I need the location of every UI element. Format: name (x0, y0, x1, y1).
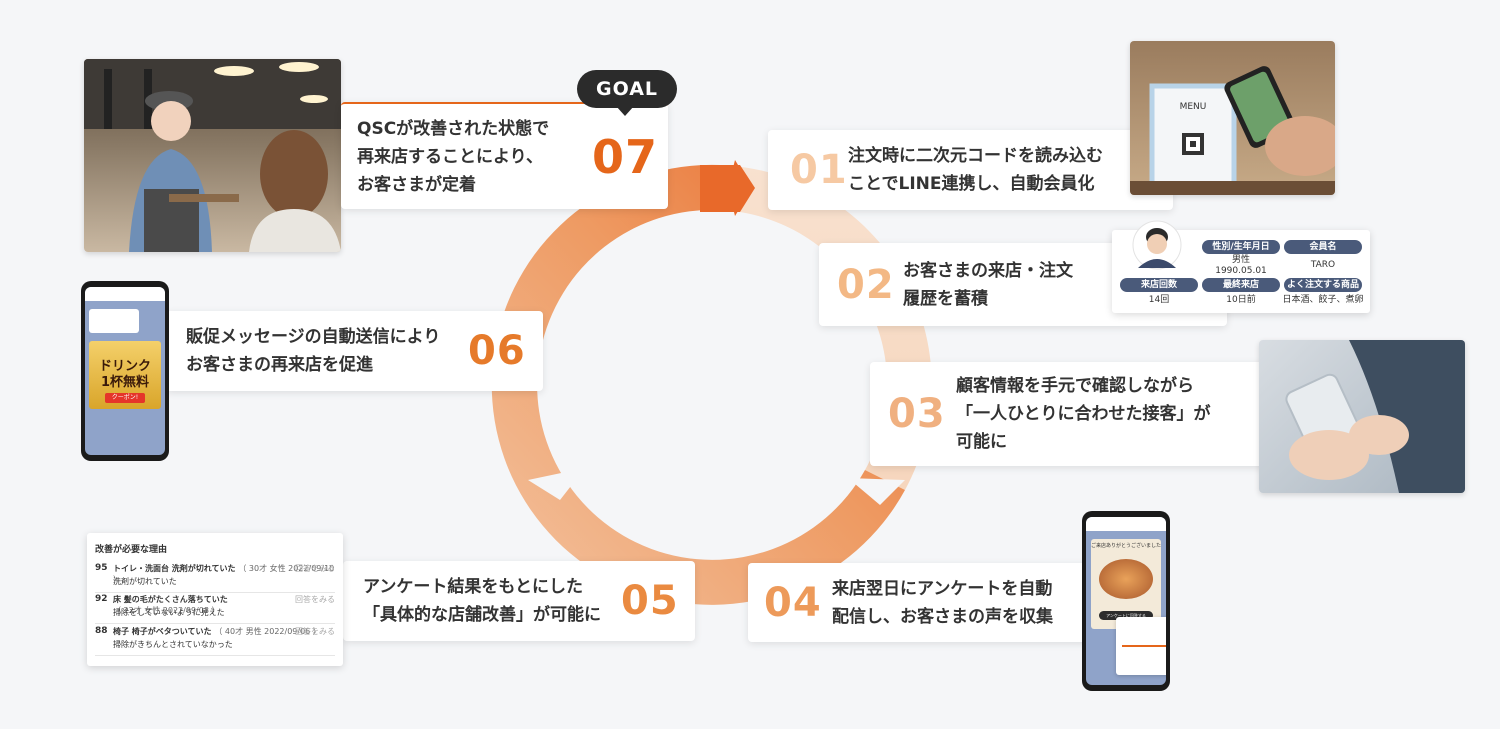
coupon-tag: クーポン! (105, 393, 145, 403)
step-number-02: 02 (837, 261, 895, 308)
step-card-03: 03 顧客情報を手元で確認しながら 「一人ひとりに合わせた接客」が 可能に (870, 362, 1265, 466)
step-number-01: 01 (790, 147, 848, 193)
view-answer-link[interactable]: 回答をみる (295, 595, 335, 604)
step-number-05: 05 (621, 578, 679, 624)
goal-badge: GOAL (577, 70, 677, 108)
member-avatar (1132, 220, 1182, 270)
survey-header: ご来店ありがとうございました (1091, 543, 1162, 549)
step-text-01: 注文時に二次元コードを読み込む ことでLINE連携し、自動会員化 (848, 146, 1103, 194)
survey-result-list: 改善が必要な理由 95 トイレ・洗面台 洗剤が切れていた （ 30才 女性 20… (87, 533, 343, 666)
step-card-01: 01 注文時に二次元コードを読み込む ことでLINE連携し、自動会員化 (768, 130, 1173, 210)
fav-item-label: よく注文する商品 (1284, 278, 1362, 292)
menu-label: MENU (1180, 102, 1207, 112)
photo-phone-in-hand (1259, 340, 1465, 493)
coupon-phone: ドリンク 1杯無料 クーポン! (81, 281, 169, 461)
last-visit-label: 最終来店 (1202, 278, 1280, 292)
gender-label: 性別/生年月日 (1202, 240, 1280, 254)
step-text-05: アンケート結果をもとにした 「具体的な店舗改善」が可能に (363, 577, 601, 625)
step-card-07: QSCが改善された状態で 再来店することにより、 お客さまが定着 07 (341, 102, 668, 209)
step-card-06: 販促メッセージの自動送信により お客さまの再来店を促進 06 (166, 311, 543, 391)
name-label: 会員名 (1284, 240, 1362, 254)
step-number-03: 03 (888, 391, 946, 437)
photo-waitress (84, 59, 341, 252)
step-number-06: 06 (468, 328, 526, 374)
survey-list-title: 改善が必要な理由 (95, 545, 168, 555)
step-text-04: 来店翌日にアンケートを自動 配信し、お客さまの声を収集 (832, 578, 1053, 627)
waitress-illustration (84, 59, 341, 252)
survey-phone: ご来店ありがとうございました アンケートに回答する (1082, 511, 1170, 691)
last-visit-value: 10日前 (1226, 295, 1256, 305)
visits-label: 来店回数 (1120, 278, 1198, 292)
coupon-line1: ドリンク (98, 359, 151, 374)
visits-value: 14回 (1148, 295, 1170, 305)
view-answer-link[interactable]: 回答をみる (295, 627, 335, 636)
step-text-02: お客さまの来店・注文 履歴を蓄積 (903, 260, 1073, 309)
step-number-07: 07 (592, 129, 659, 184)
survey-button: アンケートに回答する (1099, 611, 1153, 620)
fav-item-value: 日本酒、餃子、煮卵 (1282, 295, 1364, 305)
coupon-line2: 1杯無料 (100, 375, 150, 390)
member-info-panel: 性別/生年月日 男性 1990.05.01 会員名 TARO 来店回数 14回 … (1112, 220, 1370, 313)
photo-qr-menu: MENU (1130, 41, 1335, 195)
goal-badge-tail (616, 106, 634, 116)
step-card-05: アンケート結果をもとにした 「具体的な店舗改善」が可能に 05 (343, 561, 695, 641)
step-text-07: QSCが改善された状態で 再来店することにより、 お客さまが定着 (357, 118, 550, 195)
view-answer-link[interactable]: 回答をみる (295, 564, 335, 573)
step-card-04: 04 来店翌日にアンケートを自動 配信し、お客さまの声を収集 (748, 563, 1090, 642)
step-text-03: 顧客情報を手元で確認しながら 「一人ひとりに合わせた接客」が 可能に (956, 376, 1211, 452)
name-value: TARO (1310, 260, 1336, 270)
gender-value: 男性 1990.05.01 (1215, 255, 1267, 276)
step-number-04: 04 (764, 579, 822, 626)
step-text-06: 販促メッセージの自動送信により お客さまの再来店を促進 (186, 327, 441, 375)
